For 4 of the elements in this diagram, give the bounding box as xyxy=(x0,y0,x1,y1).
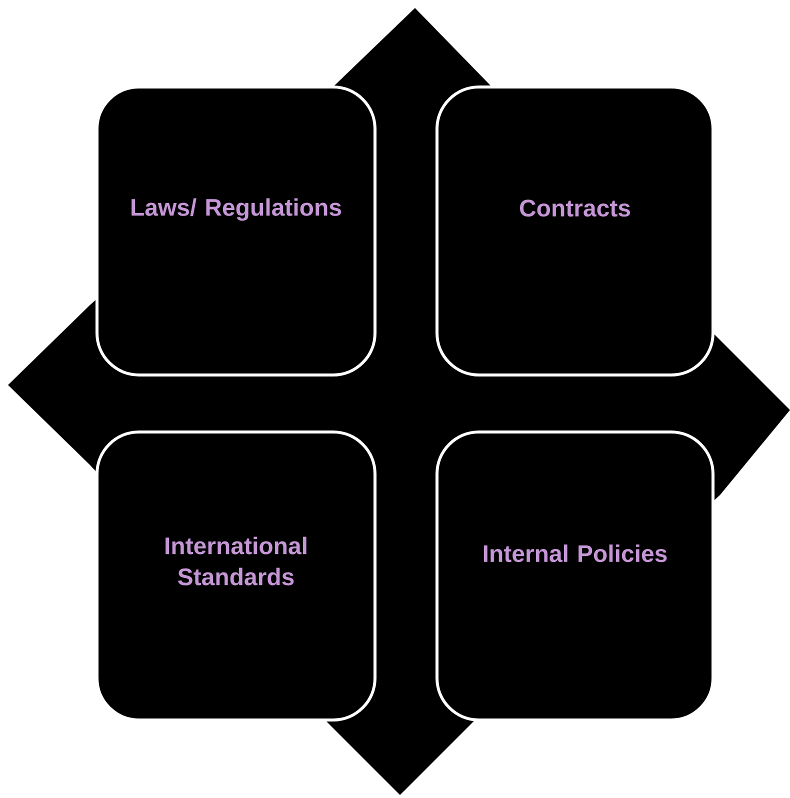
rounded-box: Laws/ Regulations xyxy=(96,86,376,376)
rounded-box: Internal Policies xyxy=(436,430,714,722)
rounded-box: International Standards xyxy=(96,430,376,722)
rounded-box: Contracts xyxy=(436,86,714,376)
